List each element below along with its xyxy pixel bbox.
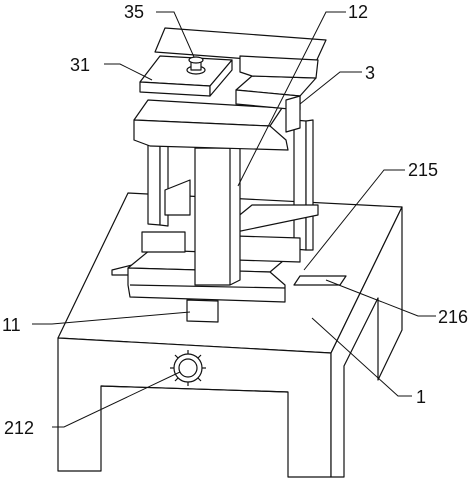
leader-35 bbox=[156, 11, 195, 58]
leader-215 bbox=[303, 169, 405, 271]
label-3: 3 bbox=[365, 63, 375, 83]
leader-216 bbox=[325, 279, 436, 317]
leader-31 bbox=[104, 63, 153, 81]
lower-block bbox=[186, 299, 219, 323]
label-31: 31 bbox=[70, 55, 90, 75]
central-i-beam bbox=[194, 140, 241, 286]
leader-11 bbox=[32, 311, 191, 325]
label-216: 216 bbox=[438, 307, 468, 327]
table-slot-right bbox=[293, 275, 347, 286]
leader-212 bbox=[52, 371, 181, 428]
middle-frame-left bbox=[141, 231, 186, 253]
gear bbox=[170, 350, 206, 386]
middle-frame-left-top bbox=[164, 179, 191, 216]
knob bbox=[186, 56, 206, 75]
label-215: 215 bbox=[408, 160, 438, 180]
middle-frame-right bbox=[235, 235, 301, 263]
upper-assembly bbox=[133, 27, 327, 151]
label-11: 11 bbox=[2, 315, 21, 335]
leader-12 bbox=[237, 11, 346, 187]
label-12: 12 bbox=[348, 2, 368, 22]
base-side-face bbox=[330, 206, 403, 478]
leader-3 bbox=[299, 71, 362, 105]
leader-1 bbox=[311, 317, 412, 397]
leader-lines bbox=[32, 11, 436, 428]
label-1: 1 bbox=[416, 387, 426, 407]
label-35: 35 bbox=[124, 2, 144, 22]
label-212: 212 bbox=[4, 418, 34, 438]
